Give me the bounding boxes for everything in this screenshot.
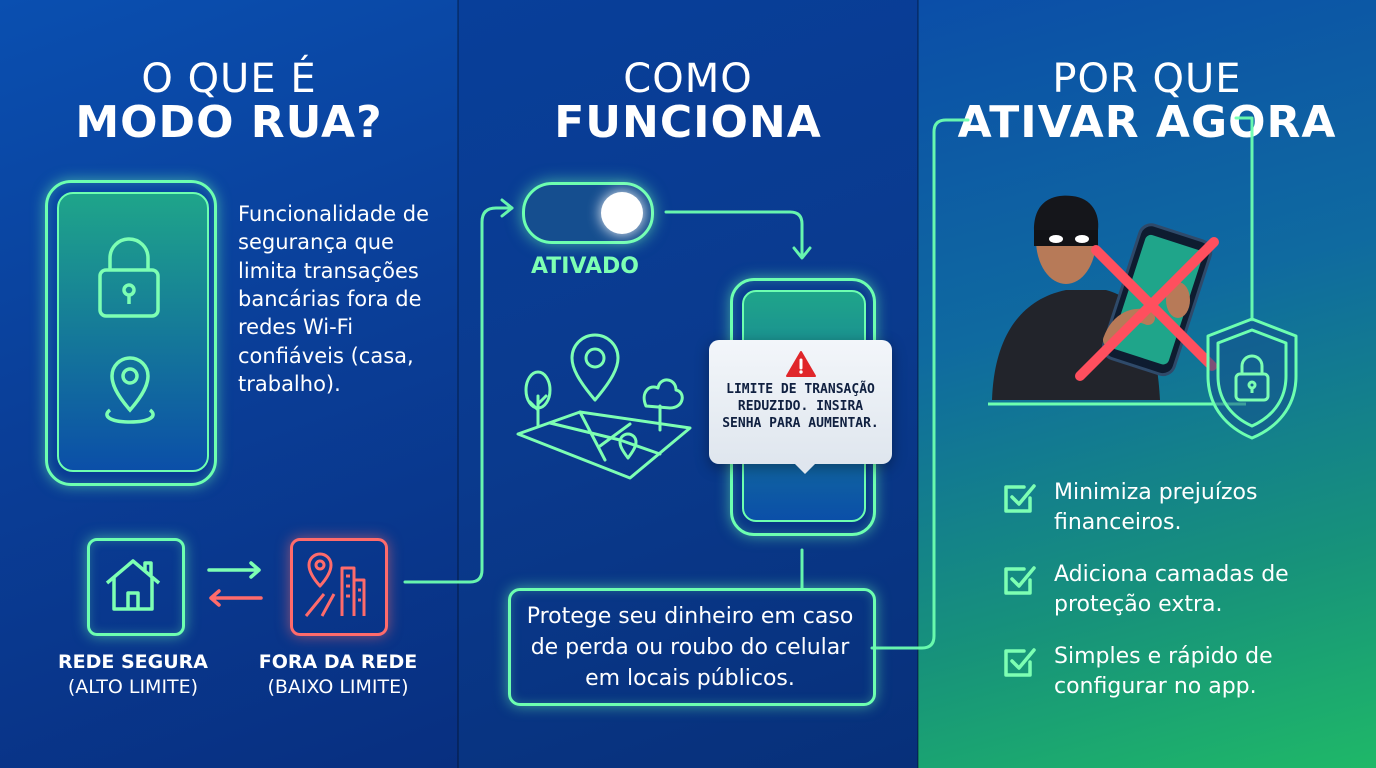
mode-toggle[interactable] bbox=[522, 182, 654, 244]
divider bbox=[457, 0, 459, 768]
outside-network-sublabel: (BAIXO LIMITE) bbox=[267, 675, 409, 698]
home-icon bbox=[105, 559, 161, 611]
shield-lock-icon bbox=[1206, 317, 1298, 440]
checkbox-check-icon bbox=[1004, 484, 1036, 513]
benefit-text: Minimiza prejuízos financeiros. bbox=[1054, 480, 1258, 535]
benefit-item: Simples e rápido de configurar no app. bbox=[1002, 642, 1334, 701]
safe-network-box bbox=[87, 538, 185, 636]
divider bbox=[917, 0, 919, 768]
thief-with-phone-icon bbox=[988, 195, 1246, 406]
benefit-text: Adiciona camadas de proteção extra. bbox=[1054, 562, 1289, 617]
toggle-status-label: ATIVADO bbox=[530, 254, 640, 279]
city-location-icon bbox=[304, 552, 366, 617]
limit-alert-text: LIMITE DE TRANSAÇÃO REDUZIDO. INSIRA SEN… bbox=[722, 382, 879, 431]
map-location-icon bbox=[516, 333, 692, 480]
swap-arrows-icon bbox=[207, 561, 263, 607]
phone-screen bbox=[57, 192, 209, 472]
benefit-item: Adiciona camadas de proteção extra. bbox=[1002, 560, 1334, 619]
panel2-title-line1: COMO bbox=[623, 56, 753, 102]
safe-network-sublabel: (ALTO LIMITE) bbox=[67, 675, 199, 698]
alert-pointer bbox=[795, 464, 815, 474]
toggle-knob bbox=[601, 192, 643, 234]
panel2-title-line2: FUNCIONA bbox=[554, 97, 822, 148]
checkbox-check-icon bbox=[1004, 566, 1036, 595]
location-pin-icon bbox=[105, 356, 155, 424]
outside-network-box bbox=[290, 538, 388, 636]
safe-network-title: REDE SEGURA bbox=[58, 651, 208, 673]
checkbox-check-icon bbox=[1004, 648, 1036, 677]
panel2-title: COMO FUNCIONA bbox=[458, 58, 918, 146]
benefit-text: Simples e rápido de configurar no app. bbox=[1054, 644, 1273, 699]
panel1-title-line2: MODO RUA? bbox=[75, 97, 383, 148]
outside-network-label: FORA DA REDE (BAIXO LIMITE) bbox=[240, 650, 436, 699]
limit-alert-popup: LIMITE DE TRANSAÇÃO REDUZIDO. INSIRA SEN… bbox=[709, 340, 892, 474]
panel3-title-line1: POR QUE bbox=[1052, 56, 1242, 102]
protect-text: Protege seu dinheiro em caso de perda ou… bbox=[526, 604, 854, 691]
outside-network-title: FORA DA REDE bbox=[258, 651, 418, 673]
benefit-item: Minimiza prejuízos financeiros. bbox=[1002, 478, 1334, 537]
panel3-title-line2: ATIVAR AGORA bbox=[957, 97, 1337, 148]
phone-frame bbox=[45, 180, 217, 486]
warning-icon bbox=[786, 351, 816, 377]
panel1-title-line1: O QUE É bbox=[141, 56, 317, 102]
panel3-title: POR QUE ATIVAR AGORA bbox=[918, 58, 1376, 146]
what-is-description: Funcionalidade de segurança que limita t… bbox=[238, 202, 429, 397]
safe-network-label: REDE SEGURA (ALTO LIMITE) bbox=[40, 650, 226, 699]
lock-icon bbox=[98, 237, 160, 318]
panel1-title: O QUE É MODO RUA? bbox=[0, 58, 458, 146]
protect-box bbox=[508, 588, 876, 706]
